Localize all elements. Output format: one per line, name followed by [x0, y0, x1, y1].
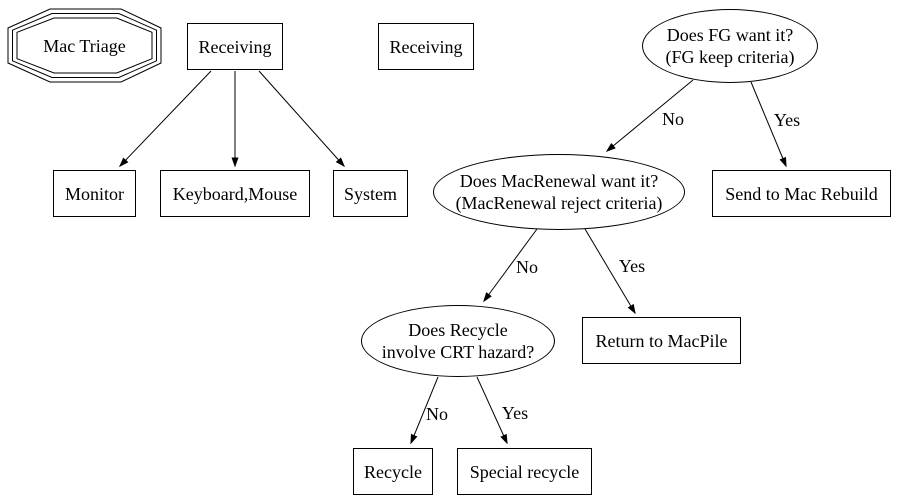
node-fg-question: Does FG want it? (FG keep criteria): [642, 9, 818, 83]
edge-label-crt-yes: Yes: [501, 403, 529, 423]
edge-crt-yes-special-recycle: [476, 376, 508, 445]
edge-label-macrenewal-no: No: [516, 257, 538, 277]
edge-fg-no-macrenewal: [605, 79, 694, 152]
edge-label-fg-yes: Yes: [773, 110, 801, 130]
edge-label-fg-no: No: [662, 109, 684, 129]
node-receiving-1: Receiving: [187, 23, 283, 70]
triple-octagon-shape: [7, 8, 162, 83]
edge-crt-no-recycle: [410, 376, 439, 445]
edge-label-crt-no: No: [426, 404, 448, 424]
edge-receiving-monitor: [118, 70, 212, 168]
node-crt-question: Does Recycle involve CRT hazard?: [361, 305, 555, 377]
node-recycle: Recycle: [353, 448, 433, 495]
edge-receiving-system: [258, 70, 346, 168]
edge-macrenewal-yes-return-macpile: [584, 228, 636, 315]
node-system: System: [333, 170, 408, 217]
node-return-to-macpile: Return to MacPile: [582, 317, 741, 364]
node-mac-triage: Mac Triage: [43, 35, 126, 56]
node-macrenewal-question: Does MacRenewal want it? (MacRenewal rej…: [433, 154, 685, 230]
node-receiving-2: Receiving: [378, 23, 474, 70]
node-special-recycle: Special recycle: [457, 448, 592, 495]
node-monitor: Monitor: [53, 170, 136, 217]
edge-macrenewal-no-crt: [483, 228, 538, 303]
edge-label-macrenewal-yes: Yes: [618, 256, 646, 276]
edge-fg-yes-send-rebuild: [750, 81, 787, 168]
node-send-to-mac-rebuild: Send to Mac Rebuild: [712, 170, 891, 217]
node-keyboard-mouse: Keyboard,Mouse: [160, 170, 310, 217]
